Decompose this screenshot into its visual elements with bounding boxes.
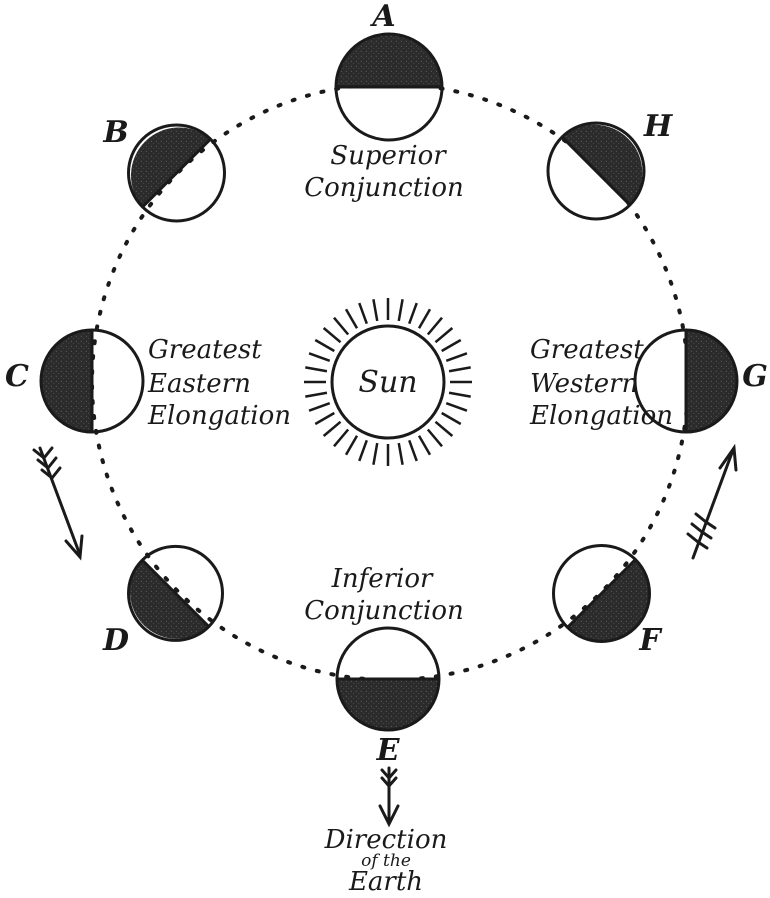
sun-ray [442,340,461,351]
earth-direction-arrow [380,768,398,824]
sun-ray [315,340,334,351]
phase-a: A Superior Conjunction [304,0,464,203]
sun-label: Sun [358,365,417,400]
phase-e-caption-1: Inferior [331,564,434,594]
sun-ray [442,413,461,424]
phase-d-letter: D [102,623,129,658]
phase-b: B [102,115,224,221]
sun-ray [324,422,341,436]
sun-ray [435,422,452,436]
sun-ray [419,436,430,455]
sun-ray [309,403,330,411]
phase-a-letter: A [369,0,395,34]
sun-ray [449,367,471,371]
phase-c-caption-3: Elongation [147,401,291,431]
phase-a-caption-2: Conjunction [304,173,464,203]
phase-g-caption-1: Greatest [530,335,644,365]
sun-ray [449,393,471,397]
phase-f: F [554,546,664,659]
phase-e-letter: E [376,733,401,768]
sun-ray [334,429,348,446]
sun-ray [359,440,367,461]
sun-ray [409,303,417,324]
phase-d: D [102,546,223,658]
phase-f-letter: F [638,623,663,658]
earth-direction-line-3: Earth [348,867,423,897]
phase-c-caption-1: Greatest [148,335,262,365]
sun-ray [409,440,417,461]
phase-g-caption-3: Elongation [529,401,673,431]
sun-ray [346,436,357,455]
sun-ray [446,353,467,361]
phase-h: H [548,109,674,219]
phase-a-caption-1: Superior [330,141,447,171]
sun-ray [435,328,452,342]
phase-e-caption-2: Conjunction [304,596,464,626]
sun-ray [399,299,403,321]
sun-ray [428,429,442,446]
sun-ray [428,318,442,335]
sun-ray [305,367,327,371]
sun-ray [315,413,334,424]
sun-ray [399,443,403,465]
phase-g-caption-2: Western [530,369,638,399]
sun-ray [446,403,467,411]
sun-ray [373,299,377,321]
sun-ray [359,303,367,324]
sun-ray [305,393,327,397]
sun-ray [419,309,430,328]
sun-ray [373,443,377,465]
phase-c-caption-2: Eastern [147,369,251,399]
phase-c-letter: C [5,359,29,394]
phase-b-letter: B [102,115,128,150]
phase-c: C Greatest Eastern Elongation [5,330,291,432]
motion-arrow-right [688,448,736,558]
sun-ray [346,309,357,328]
sun-ray [334,318,348,335]
phase-g: G Greatest Western Elongation [529,330,768,432]
phase-h-letter: H [643,109,674,144]
sun-ray [309,353,330,361]
sun: Sun [304,298,472,466]
motion-arrow-left [34,448,82,557]
phase-g-letter: G [742,359,768,394]
phase-e: E Inferior Conjunction [304,564,464,768]
sun-ray [324,328,341,342]
